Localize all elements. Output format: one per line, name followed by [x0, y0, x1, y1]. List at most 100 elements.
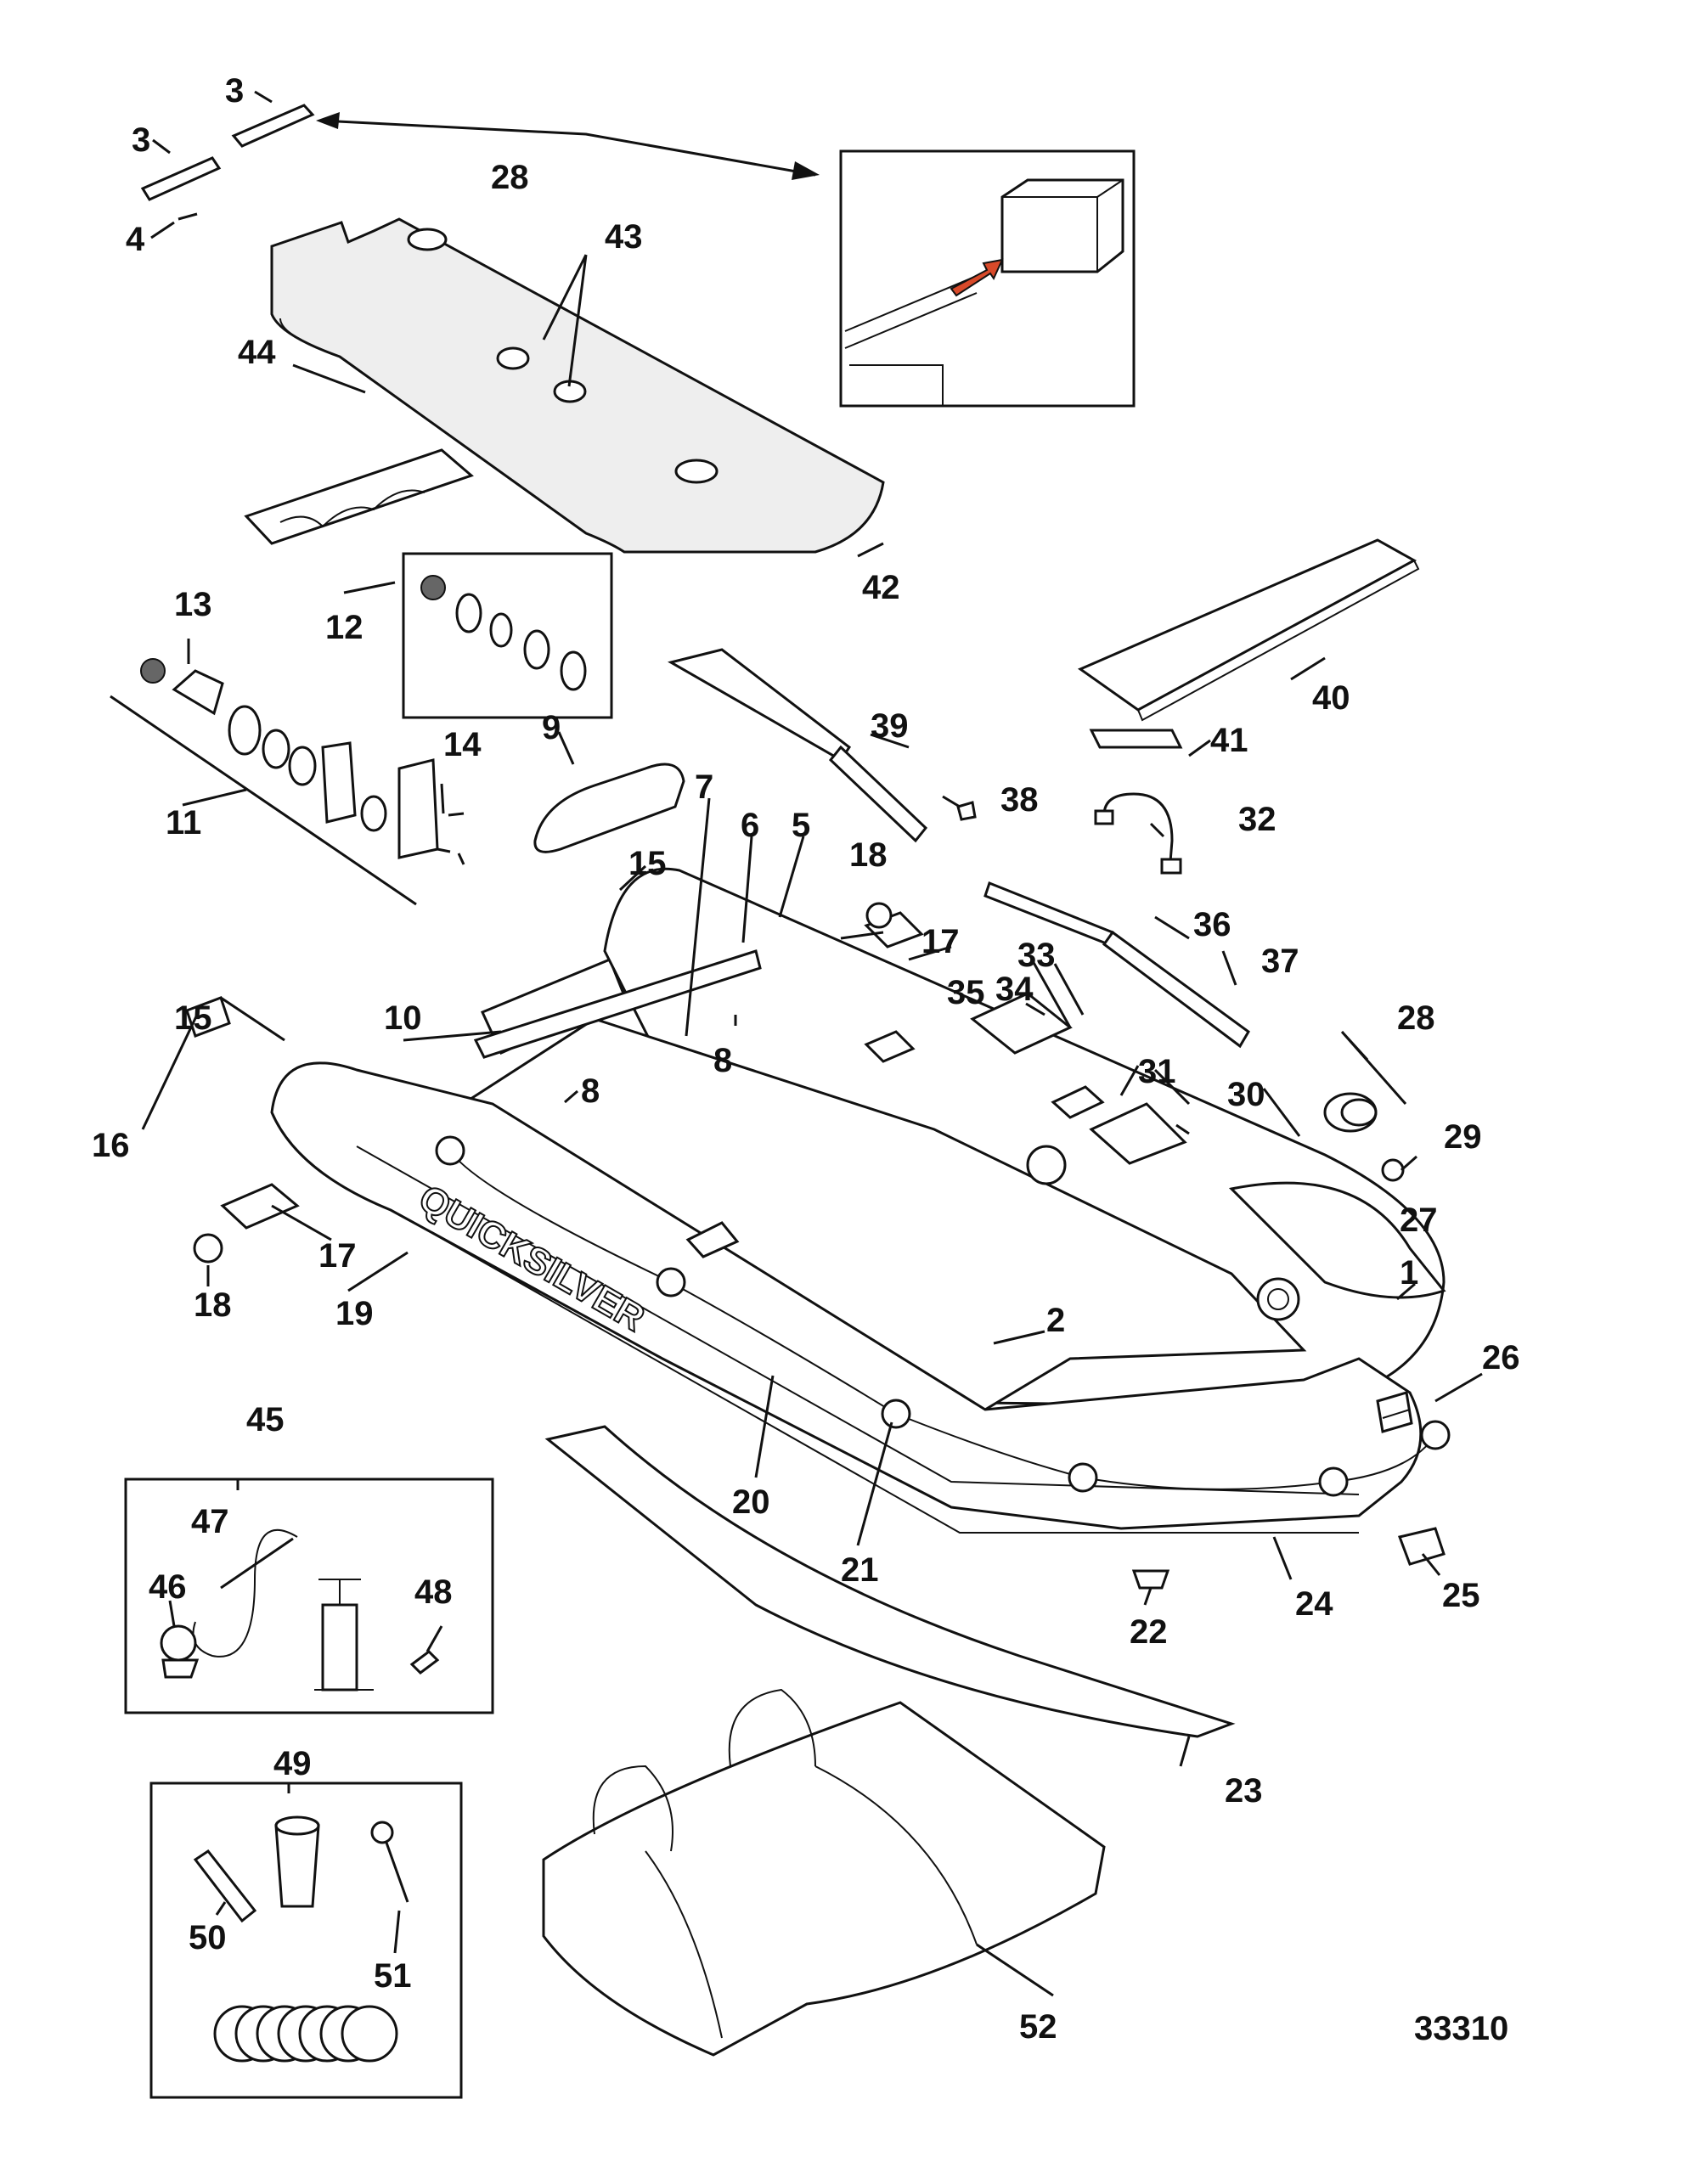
- callout-49: 49: [273, 1745, 312, 1782]
- callout-15: 15: [174, 999, 212, 1037]
- pump-kit-box: [124, 1478, 494, 1714]
- handle-9: [533, 763, 685, 853]
- callout-18: 18: [849, 836, 888, 874]
- callout-48: 48: [414, 1573, 453, 1611]
- repair-kit-box: [149, 1782, 463, 2099]
- callout-44: 44: [238, 334, 276, 371]
- detail-box: [839, 149, 1136, 408]
- ring-18: [193, 1233, 223, 1264]
- callout-42: 42: [862, 569, 900, 606]
- callout-17: 17: [921, 923, 960, 960]
- insert-arrow-red: [950, 258, 1004, 297]
- detail-arrow-head-right: [792, 161, 820, 180]
- valve-cap-27: [1256, 1277, 1300, 1321]
- callout-32: 32: [1238, 801, 1276, 838]
- oar-shaft-kit: [983, 881, 1250, 1049]
- pressure-gauge: [160, 1624, 197, 1662]
- oar: [668, 648, 928, 843]
- callout-40: 40: [1312, 679, 1350, 717]
- callout-10: 10: [384, 999, 422, 1037]
- callout-13: 13: [174, 586, 212, 623]
- glue-tube: [193, 1849, 257, 1923]
- callout-labels: 1 2 3 3 4 5 6 7 8 8 9 10 11 12 13 14 15 …: [92, 72, 1520, 2046]
- callout-19: 19: [335, 1295, 374, 1332]
- detail-arrow-line: [320, 119, 816, 177]
- callout-39: 39: [871, 707, 909, 745]
- pump: [321, 1603, 358, 1691]
- stiffener-bar-upper: [231, 104, 315, 148]
- ring-18-upper: [865, 902, 893, 929]
- stiffener-bar-lower: [140, 156, 222, 201]
- callout-2: 2: [1046, 1302, 1065, 1339]
- callout-28: 28: [1397, 999, 1435, 1037]
- callout-52: 52: [1019, 2008, 1057, 2046]
- keel-strip: [544, 1425, 1236, 1738]
- callout-14: 14: [443, 726, 482, 763]
- oar-shaft: [828, 745, 928, 843]
- callout-41: 41: [1210, 722, 1248, 759]
- callout-30: 30: [1227, 1076, 1265, 1113]
- carry-bag: [542, 1688, 1106, 2057]
- callout-3: 3: [225, 72, 244, 110]
- drawing-number: 33310: [1414, 2010, 1508, 2047]
- callout-47: 47: [191, 1503, 229, 1540]
- callout-28: 28: [491, 159, 529, 196]
- floorboard-assembly: [270, 217, 885, 554]
- callout-15: 15: [628, 845, 667, 882]
- callout-37: 37: [1261, 943, 1299, 980]
- callout-35: 35: [947, 974, 985, 1011]
- seat-cable: [1102, 792, 1174, 863]
- callout-4: 4: [126, 221, 145, 258]
- bow-fitting: [1323, 1092, 1405, 1182]
- oar-blade: [668, 648, 852, 763]
- oarlock-mount-17: [220, 1183, 300, 1230]
- callout-20: 20: [732, 1483, 770, 1521]
- callout-22: 22: [1130, 1613, 1168, 1651]
- valve-kit-box: [402, 552, 613, 719]
- callout-27: 27: [1400, 1202, 1438, 1239]
- callout-34: 34: [995, 971, 1034, 1008]
- cup: [274, 1824, 320, 1908]
- callout-11: 11: [166, 804, 201, 842]
- seat-strap: [1089, 729, 1183, 749]
- callout-38: 38: [1000, 781, 1039, 819]
- leader-lines: [141, 90, 1483, 1997]
- seat: [1077, 538, 1420, 722]
- valve-key: [370, 1821, 394, 1844]
- callout-51: 51: [374, 1957, 412, 1995]
- callout-5: 5: [792, 807, 810, 844]
- callout-17: 17: [318, 1237, 357, 1275]
- callout-6: 6: [741, 807, 759, 844]
- callout-24: 24: [1295, 1585, 1333, 1623]
- floorboard-valve-b: [674, 459, 719, 484]
- callout-7: 7: [695, 768, 713, 806]
- callout-16: 16: [92, 1127, 130, 1164]
- callout-46: 46: [149, 1568, 187, 1606]
- logo-bow: [1376, 1391, 1413, 1433]
- callout-31: 31: [1138, 1053, 1176, 1090]
- callout-21: 21: [841, 1551, 879, 1589]
- stiffener-bars: [140, 104, 315, 221]
- callout-33: 33: [1017, 937, 1056, 974]
- callout-29: 29: [1444, 1118, 1482, 1156]
- callout-50: 50: [189, 1919, 227, 1956]
- callout-36: 36: [1193, 906, 1231, 943]
- callout-18: 18: [194, 1286, 232, 1324]
- adapter: [409, 1650, 440, 1675]
- callout-9: 9: [542, 709, 561, 746]
- port-tube: [270, 1061, 1423, 1530]
- valve-assembly: [110, 658, 465, 906]
- callout-1: 1: [1400, 1254, 1418, 1292]
- callout-25: 25: [1442, 1577, 1480, 1614]
- callout-12: 12: [325, 609, 364, 646]
- callout-3: 3: [132, 121, 150, 159]
- stiffener-screw: [178, 212, 198, 221]
- rowlock: [956, 801, 977, 821]
- callout-8: 8: [581, 1072, 600, 1110]
- callout-8: 8: [713, 1042, 732, 1079]
- callout-45: 45: [246, 1401, 285, 1438]
- callout-23: 23: [1225, 1772, 1263, 1810]
- detail-arrow-head-left: [316, 112, 340, 129]
- callout-43: 43: [605, 218, 643, 256]
